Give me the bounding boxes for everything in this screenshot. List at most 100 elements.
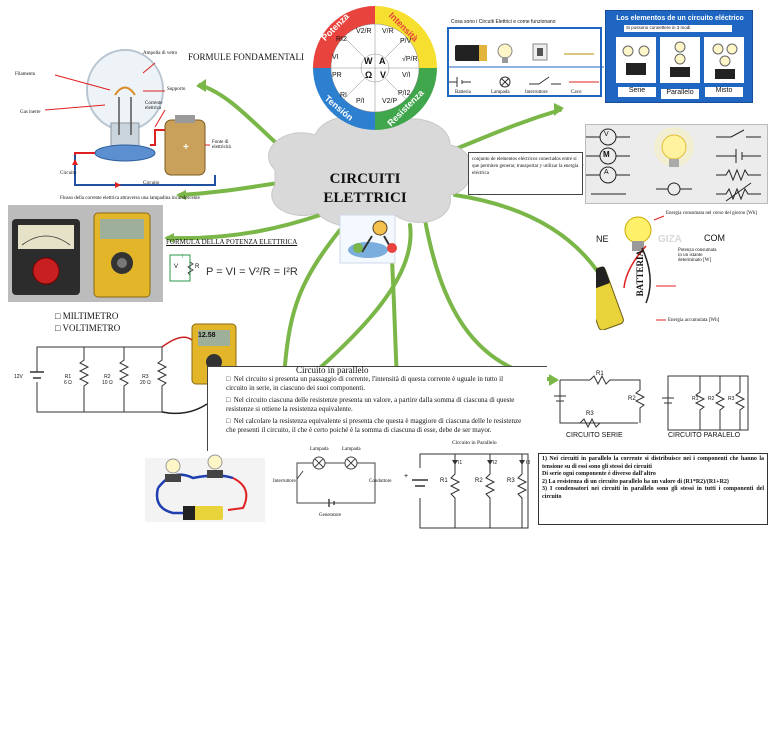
pschem-r2: R2	[475, 478, 483, 484]
wheel-cell-13: RI	[340, 92, 347, 99]
bulb-diagram: + Ampolla di vetro Filamento Supporto Ga…	[15, 35, 240, 205]
bulb-label-supporto: Supporto	[167, 87, 186, 92]
bulb-label-fonte: Fonte di elettricità	[212, 140, 231, 150]
energy-label-top: Energia consumata nel corso del giorno […	[666, 211, 757, 216]
parallelo-bullets: □ Nel circuito si presenta un passaggio …	[226, 375, 526, 438]
wheel-cell-12: V/I	[402, 72, 411, 79]
lamp-schematic: Lampada Lampada Interruttore Conduttore …	[273, 443, 393, 525]
energy-drawing	[596, 215, 676, 330]
par-r3: R3	[728, 396, 735, 402]
svg-text:+: +	[183, 142, 189, 153]
rule-2: 2) La resistenza di un circuito parallel…	[542, 478, 729, 485]
bulb-label-gas: Gas inerte	[20, 110, 41, 115]
serie-r1: R1	[596, 371, 604, 377]
bulb-label-corrente: Corrente elettrica	[145, 101, 163, 111]
wheel-cell-8: √P/R	[402, 56, 418, 63]
wheel-cell-6: W	[364, 56, 373, 66]
rule-3: 3) I condensatori nei circuiti in parall…	[542, 486, 764, 500]
pschem-r3: R3	[507, 478, 515, 484]
resistor-1: R1 6 Ω	[64, 374, 72, 386]
symbol-a: A	[604, 169, 609, 176]
wheel-cell-2: V2/R	[356, 28, 372, 35]
current-i1: I1	[458, 460, 463, 466]
caption-parallelo: CIRCUITO PARALELO	[668, 432, 741, 439]
potenza-formula: P = VI = V²/R = I²R	[206, 266, 298, 278]
parallelo-bullet-2: □ Nel circuito ciascuna delle resistenze…	[226, 396, 515, 413]
symbols-drawing	[586, 127, 761, 202]
wheel-cell-14: P/I	[356, 98, 365, 105]
potenza-mini-v: V	[174, 264, 179, 270]
serie-parallelo-panel: R1 R2 R3 R1 R2 R3 CIRCUITO SERIE CIRCUIT…	[548, 368, 768, 450]
multimeter-item-1-label: MILTIMETRO	[62, 311, 119, 321]
components-box-title: Cosa sono i Circuiti Elettrici e come fu…	[451, 19, 556, 25]
component-label-batteria: Batteria	[455, 90, 471, 95]
component-label-lampada: Lampada	[491, 90, 510, 95]
resistor-2-name: R2	[104, 374, 111, 380]
pschem-r1: R1	[440, 478, 448, 484]
energy-com: COM	[704, 233, 725, 243]
multimeter-item-2-label: VOLTIMETRO	[62, 323, 121, 333]
bulb-caption: Flusso della corrente elettrica attraver…	[60, 196, 200, 201]
components-box-drawing	[449, 43, 604, 88]
symbols-panel: V M A	[585, 124, 768, 204]
mode-serie: Serie	[618, 87, 656, 97]
wheel-cell-9: PR	[332, 72, 342, 79]
wheel-cell-1: RI2	[336, 36, 347, 43]
serie-r2: R2	[628, 396, 636, 402]
rule-1: 1) Nei circuiti in parallelo la corrente…	[542, 456, 764, 470]
central-title: CIRCUITI ELETTRICI	[300, 170, 430, 208]
parallelo-bullet-3-text: Nel calcolare la resistenza equivalente …	[226, 417, 522, 434]
wheel-cell-11: V	[380, 70, 387, 80]
parallel-schematic: Circuito in Parallelo + I1 I2 I3 R1 R2 R…	[400, 440, 538, 530]
lamp-schematic-drawing	[296, 456, 376, 507]
rules-list: 1) Nei circuiti in parallelo la corrente…	[542, 456, 764, 502]
potenza-mini-i: I	[182, 254, 184, 260]
parallel-schematic-drawing: +	[404, 453, 529, 529]
symbols-note: conjunto de elementos eléctricos conecta…	[472, 157, 579, 176]
resistor-1-value: 6 Ω	[64, 380, 72, 386]
bulb-label-ampolla: Ampolla di vetro	[143, 51, 178, 56]
formule-heading: FORMULE FONDAMENTALI	[188, 52, 305, 62]
elementos-title: Los elementos de un circuito eléctrico	[616, 15, 744, 22]
resistor-2: R2 10 Ω	[102, 374, 113, 386]
mode-misto: Misto	[705, 87, 743, 97]
central-title-line2: ELETTRICI	[323, 190, 407, 206]
parallel-schematic-title: Circuito in Parallelo	[452, 440, 497, 446]
lamp-board-drawing	[145, 454, 265, 522]
components-box: Cosa sono i Circuiti Elettrici e come fu…	[447, 19, 604, 97]
lamp-label-conduttore: Conduttore	[369, 479, 392, 484]
parallelo-bullet-3: □ Nel calcolare la resistenza equivalent…	[226, 417, 522, 434]
resistor-3-value: 20 Ω	[140, 380, 151, 386]
rule-1b: Di serie ogni componente è diverso dall'…	[542, 471, 656, 478]
resistor-3: R3 20 Ω	[140, 374, 151, 386]
potenza-heading: FORMULA DELLA POTENZA ELETTRICA	[166, 238, 298, 246]
wheel-cell-16: P/I2	[398, 90, 411, 97]
serie-r3: R3	[586, 411, 594, 417]
bulb-diagram-drawing: +	[44, 49, 216, 188]
lamp-label-2: Lampada	[342, 447, 361, 452]
parallelo-bullet-1-text: Nel circuito si presenta un passaggio di…	[226, 375, 504, 392]
elementos-box: Los elementos de un circuito eléctrico S…	[605, 10, 753, 103]
resistor-2-value: 10 Ω	[102, 380, 113, 386]
parallelo-bullet-2-text: Nel circuito ciascuna delle resistenze p…	[226, 396, 515, 413]
wheel-cell-7: A	[379, 56, 386, 66]
current-i3: I3	[526, 460, 531, 466]
source-label: 12V	[14, 374, 23, 380]
wheel-cell-15: V2/P	[382, 98, 398, 105]
component-label-cavo: Cavo	[571, 90, 582, 95]
bulb-label-circuito-bottom: Circuito	[143, 181, 160, 186]
symbols-note-box: conjunto de elementos eléctricos conecta…	[468, 152, 583, 195]
symbol-m: M	[603, 150, 610, 159]
symbol-v: V	[604, 131, 609, 138]
parallelo-text-panel: Circuito in parallelo □ Nel circuito si …	[207, 365, 547, 451]
bulb-label-circuito-left: Circuito	[60, 171, 77, 176]
wheel-cell-4: P/V	[400, 38, 412, 45]
caption-serie: CIRCUITO SERIE	[566, 432, 623, 439]
multimeter-item-1: □ MILTIMETRO	[55, 311, 119, 321]
lamp-label-1: Lampada	[310, 447, 329, 452]
energy-label-bottom: Energia accumulata [Wh]	[668, 318, 720, 323]
par-r1: R1	[692, 396, 699, 402]
